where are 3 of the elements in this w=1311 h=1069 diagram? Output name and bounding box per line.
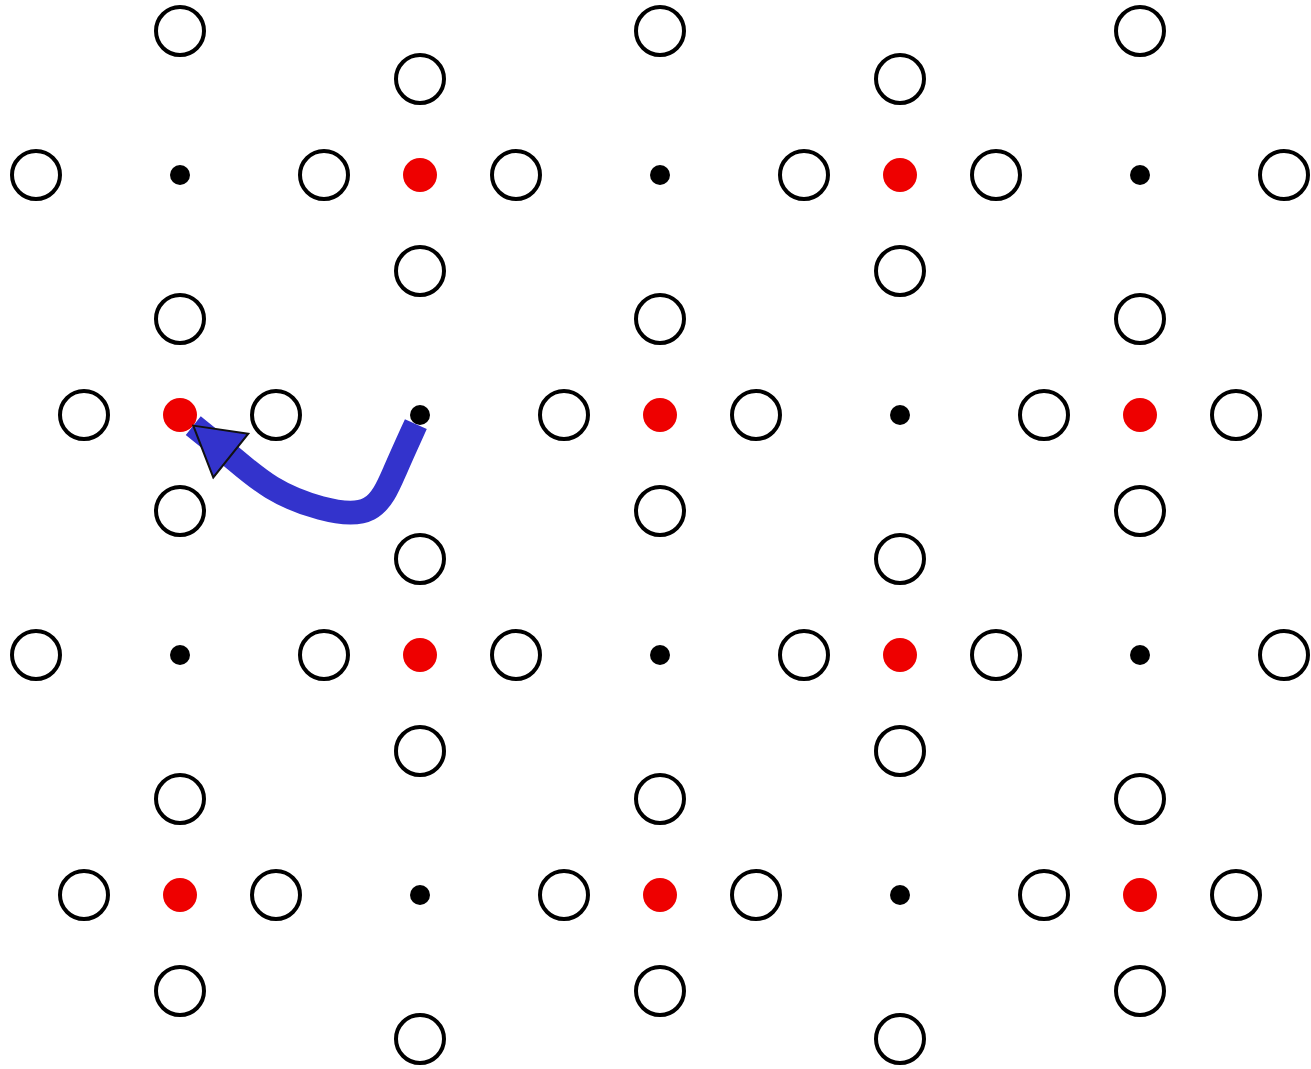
dot-large	[163, 398, 197, 432]
dot-small	[410, 405, 430, 425]
curved-arrow	[185, 416, 427, 525]
